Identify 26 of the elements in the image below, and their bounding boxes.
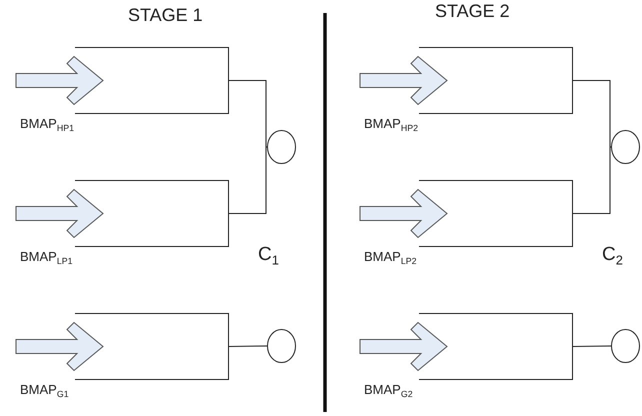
- connector-line: [228, 146, 268, 214]
- server-circle: [611, 329, 640, 363]
- server-label: C$_{2}$: [602, 244, 623, 268]
- edge-label: BMAP$_{G2}$: [364, 382, 413, 400]
- queue-shape: [75, 313, 229, 380]
- connector-line: [572, 346, 612, 347]
- connector-line: [228, 346, 268, 347]
- edge-label: BMAP$_{LP1}$: [20, 249, 73, 266]
- server-circle: [267, 329, 296, 363]
- edge-label: BMAP$_{G1}$: [20, 382, 69, 400]
- edge-label: BMAP$_{HP1}$: [20, 116, 74, 134]
- server-label: C$_{1}$: [258, 244, 279, 268]
- queue-shape: [75, 180, 229, 247]
- queue-shape: [419, 180, 573, 247]
- connector-line: [228, 80, 268, 148]
- edge-label: BMAP$_{LP2}$: [364, 249, 417, 266]
- edge-label: BMAP$_{HP2}$: [364, 116, 418, 134]
- stage-heading: STAGE 1: [128, 5, 203, 26]
- server-circle: [611, 130, 640, 164]
- server-circle: [267, 130, 296, 164]
- queue-shape: [419, 47, 573, 114]
- connector-line: [572, 146, 612, 214]
- queue-shape: [419, 313, 573, 380]
- queue-shape: [75, 47, 229, 114]
- stage-heading: STAGE 2: [435, 1, 510, 22]
- connector-line: [572, 80, 612, 148]
